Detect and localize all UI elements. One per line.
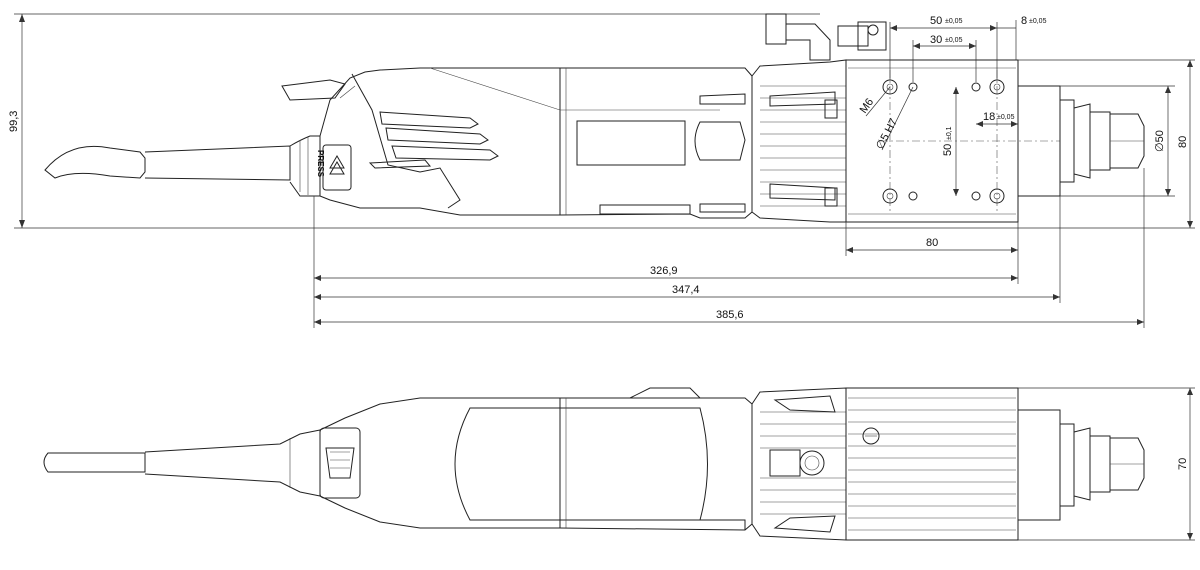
dim-housing-height: 80 [1177,136,1189,148]
side-view: PRESS [8,13,1195,328]
dim-spacing-18: 18 [983,111,995,123]
dim-pin-hole: ∅5 H7 [874,117,900,152]
cooling-fins [751,59,847,223]
motor-body [420,67,753,219]
press-label: PRESS [316,150,325,178]
dim-housing-width: 80 [926,237,938,249]
dim-spacing-50: 50 [930,15,942,27]
dim-length-c: 385,6 [716,309,744,321]
dimension-lines-side [313,20,1195,328]
dim-collar-diameter: ∅50 [1154,130,1166,152]
dim-length-a: 326,9 [650,265,678,277]
top-view: 70 [43,387,1195,541]
dim-spacing-30-tol: ±0,05 [945,37,963,44]
dim-vertical-50-tol: ±0,1 [946,126,953,140]
cable [44,135,321,197]
dim-vertical-50: 50 [942,144,954,156]
dim-thread: M6 [858,96,877,115]
dim-length-b: 347,4 [672,284,700,296]
rear-handle: PRESS [281,67,561,216]
dim-spacing-8-tol: ±0,05 [1029,18,1047,25]
dim-spacing-8: 8 [1021,15,1027,27]
air-fittings [765,13,887,61]
spindle [1017,85,1145,197]
dim-top-view-width: 70 [1177,458,1189,470]
dim-spacing-50-tol: ±0,05 [945,18,963,25]
dim-spacing-30: 30 [930,34,942,46]
dim-spacing-18-tol: ±0,05 [997,114,1015,121]
dim-height-overall: 99,3 [8,111,20,132]
